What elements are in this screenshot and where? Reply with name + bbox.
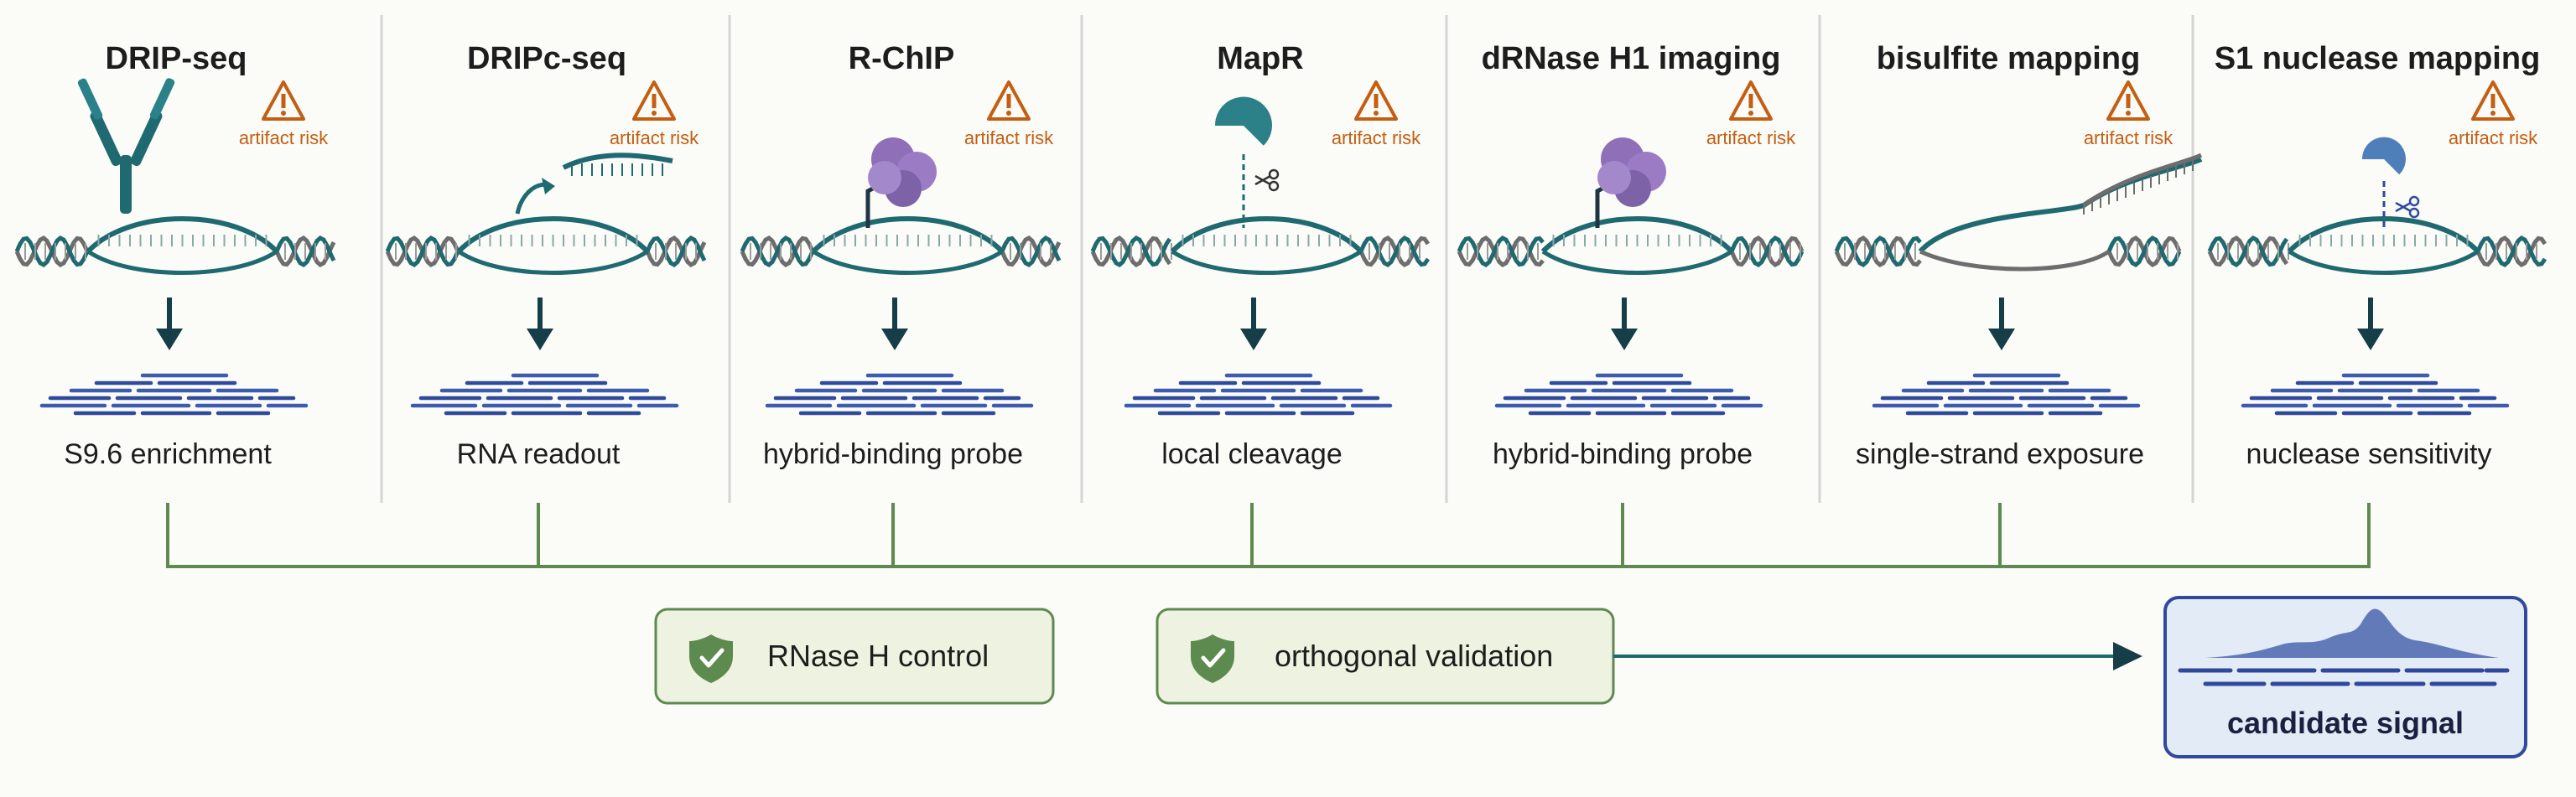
method-title: R-ChIP — [849, 41, 955, 76]
sequencing-reads — [1494, 373, 1763, 416]
arrow-down-icon — [881, 298, 908, 350]
warning-triangle-icon — [2471, 80, 2515, 121]
method-panel: bisulfite mapping artifact risk single-str… — [1834, 41, 2203, 470]
dna-duplex — [1457, 235, 1805, 268]
r-loop-bubble — [2287, 216, 2480, 275]
r-loop-bubble — [1170, 216, 1363, 275]
released-rna-icon — [515, 153, 673, 215]
warning-triangle-icon — [1354, 80, 1398, 121]
method-caption: hybrid-binding probe — [1493, 438, 1753, 470]
dna-duplex — [740, 235, 1062, 268]
sequencing-reads — [2241, 373, 2510, 416]
r-loop-bubble — [1540, 216, 1734, 275]
signal-peak — [2205, 608, 2499, 658]
method-caption: single-strand exposure — [1856, 438, 2144, 470]
antibody-icon — [77, 78, 175, 214]
warning-triangle-icon — [632, 80, 676, 121]
dna-duplex — [2207, 235, 2547, 268]
artifact-risk-label: artifact risk — [2084, 127, 2174, 148]
method-panel: MapR artifact risk local cleavage — [1090, 41, 1431, 470]
arrow-down-icon — [2357, 298, 2384, 350]
arrow-down-icon — [1988, 298, 2015, 350]
method-panel: dRNase H1 imaging artifact risk hybrid-bin… — [1457, 41, 1805, 470]
column-separators — [380, 15, 2194, 503]
warning-triangle-icon — [987, 80, 1031, 121]
method-title: S1 nuclease mapping — [2215, 41, 2541, 76]
method-caption: nuclease sensitivity — [2246, 438, 2492, 470]
r-loop-bubble — [86, 216, 279, 275]
hybrid-binding-protein-icon — [865, 137, 937, 228]
artifact-risk-label: artifact risk — [1332, 127, 1421, 148]
r-loop-bubble — [456, 216, 650, 275]
sequencing-reads — [39, 373, 309, 416]
nuclease-probe-icon — [1214, 96, 1280, 228]
method-panel: S1 nuclease mapping artifact risk nuclease… — [2207, 41, 2547, 470]
method-title: DRIPc-seq — [467, 41, 626, 76]
method-title: DRIP-seq — [106, 41, 247, 76]
method-panel: R-ChIP artifact risk hybrid-binding probe — [740, 41, 1062, 470]
method-caption: RNA readout — [457, 438, 621, 470]
dna-duplex — [385, 235, 707, 268]
arrow-down-icon — [156, 298, 183, 350]
warning-triangle-icon — [2106, 80, 2150, 121]
scissors-icon — [2395, 195, 2420, 219]
artifact-risk-label: artifact risk — [239, 127, 329, 148]
sequencing-reads — [1872, 373, 2141, 416]
arrow-down-icon — [1611, 298, 1638, 350]
dna-duplex — [1834, 235, 2182, 268]
signal-reads — [2178, 668, 2510, 686]
method-caption: hybrid-binding probe — [763, 438, 1023, 470]
artifact-risk-label: artifact risk — [1706, 127, 1796, 148]
candidate-signal-box: candidate signal — [2163, 596, 2527, 758]
sequencing-reads — [1124, 373, 1393, 416]
method-title: bisulfite mapping — [1877, 41, 2141, 76]
artifact-risk-label: artifact risk — [2449, 127, 2538, 148]
arrow-down-icon — [1240, 298, 1267, 350]
r-loop-bubble — [1918, 153, 2203, 272]
hybrid-binding-protein-icon — [1595, 137, 1666, 228]
nuclease-probe-icon — [2361, 137, 2420, 228]
r-loop-bubble — [811, 216, 1005, 275]
dna-duplex — [1090, 235, 1431, 268]
candidate-signal-label: candidate signal — [2227, 706, 2464, 740]
rnase-h-control-box: RNase H control — [654, 608, 1055, 705]
warning-triangle-icon — [262, 80, 305, 121]
arrow-to-signal — [1613, 642, 2142, 670]
method-title: dRNase H1 imaging — [1482, 41, 1781, 76]
dna-duplex — [14, 235, 336, 268]
sequencing-reads — [765, 373, 1034, 416]
artifact-risk-label: artifact risk — [964, 127, 1054, 148]
rnase-h-control-label: RNase H control — [767, 639, 989, 673]
artifact-risk-label: artifact risk — [610, 127, 699, 148]
method-caption: S9.6 enrichment — [64, 438, 272, 470]
arrow-down-icon — [527, 298, 553, 350]
sequencing-reads — [410, 373, 679, 416]
method-caption: local cleavage — [1161, 438, 1342, 470]
connector-lines — [166, 503, 2371, 568]
orthogonal-validation-label: orthogonal validation — [1275, 639, 1553, 673]
warning-triangle-icon — [1729, 80, 1773, 121]
scissors-icon — [1254, 168, 1280, 192]
method-title: MapR — [1217, 41, 1303, 76]
orthogonal-validation-box: orthogonal validation — [1156, 608, 1615, 705]
